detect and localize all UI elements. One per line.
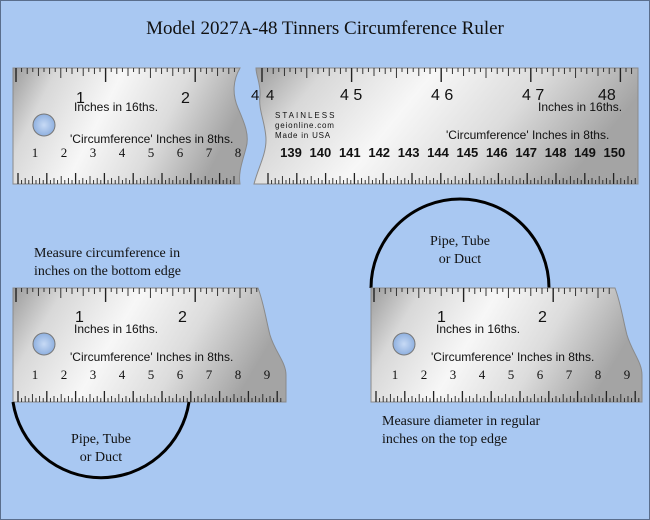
circumference-number: 8 xyxy=(595,367,602,382)
inch-label-44b: 4 xyxy=(266,87,274,104)
example-right-inch-2: 2 xyxy=(538,309,547,326)
inches-16ths-label-right: Inches in 16ths. xyxy=(538,100,622,114)
circumference-number: 5 xyxy=(508,367,515,382)
diameter-caption-line-1: Measure diameter in regular xyxy=(382,414,541,429)
example-right-circumference-8ths: 'Circumference' Inches in 8ths. xyxy=(431,350,594,364)
circumference-number: 146 xyxy=(486,145,508,160)
circumference-number: 7 xyxy=(566,367,573,382)
circumference-number: 140 xyxy=(310,145,332,160)
diameter-caption-line-2: inches on the top edge xyxy=(382,432,508,447)
pipe-label-line-2-right: or Duct xyxy=(439,252,481,267)
pipe-label-line-1-right: Pipe, Tube xyxy=(430,234,490,249)
circumference-number: 2 xyxy=(61,145,68,160)
brand-stainless: STAINLESS xyxy=(275,111,336,120)
circumference-number: 5 xyxy=(148,145,155,160)
circumference-number: 6 xyxy=(177,145,184,160)
diameter-caption: Measure diameter in regular inches on th… xyxy=(382,413,540,449)
pipe-label-line-2-left: or Duct xyxy=(80,450,122,465)
circumference-number: 4 xyxy=(479,367,486,382)
example-right-inches-16ths: Inches in 16ths. xyxy=(436,322,520,336)
circumference-8ths-label-right: 'Circumference' Inches in 8ths. xyxy=(446,128,609,142)
inch-label-1: 1 xyxy=(76,90,85,107)
circumference-number: 145 xyxy=(457,145,479,160)
circumference-number: 1 xyxy=(392,367,399,382)
circumference-caption-line-1: Measure circumference in xyxy=(34,246,181,261)
brand-made-in-usa: Made in USA xyxy=(275,131,331,140)
circumference-number: 8 xyxy=(235,145,242,160)
pipe-label-line-1-left: Pipe, Tube xyxy=(71,432,131,447)
circumference-number: 7 xyxy=(206,145,213,160)
inch-label-47: 4 7 xyxy=(522,87,544,104)
page-title: Model 2027A-48 Tinners Circumference Rul… xyxy=(146,18,504,39)
inches-16ths-label: Inches in 16ths. xyxy=(74,100,158,114)
circumference-caption: Measure circumference in inches on the b… xyxy=(34,245,181,281)
top-ruler-circumference-numbers-left: 1 2 3 4 5 6 7 8 xyxy=(32,145,242,160)
circumference-number: 2 xyxy=(61,367,68,382)
inch-label-46: 4 6 xyxy=(431,87,453,104)
pipe-circle-above xyxy=(369,197,551,289)
circumference-number: 141 xyxy=(339,145,361,160)
circumference-number: 144 xyxy=(427,145,449,160)
example-left-circumference-8ths: 'Circumference' Inches in 8ths. xyxy=(70,350,233,364)
circumference-number: 9 xyxy=(264,367,271,382)
circumference-number: 147 xyxy=(515,145,537,160)
circumference-number: 139 xyxy=(280,145,302,160)
circumference-number: 3 xyxy=(450,367,457,382)
circumference-8ths-label: 'Circumference' Inches in 8ths. xyxy=(70,132,233,146)
example-left-inches-16ths: Inches in 16ths. xyxy=(74,322,158,336)
circumference-number: 9 xyxy=(624,367,631,382)
circumference-number: 6 xyxy=(537,367,544,382)
inch-label-48: 48 xyxy=(598,87,616,104)
hang-hole-top xyxy=(32,113,56,137)
inch-label-1: 1 xyxy=(75,309,84,326)
circumference-number: 3 xyxy=(90,367,97,382)
circumference-number: 4 xyxy=(119,367,126,382)
top-ruler-left-piece xyxy=(12,67,248,185)
circumference-number: 6 xyxy=(177,367,184,382)
hang-hole-left xyxy=(32,332,56,356)
diameter-example-ruler xyxy=(370,287,643,403)
example-right-circumference-numbers: 1 2 3 4 5 6 7 8 9 xyxy=(392,367,631,382)
brand-website: geionline.com xyxy=(275,121,335,130)
circumference-number: 2 xyxy=(421,367,428,382)
circumference-number: 150 xyxy=(604,145,626,160)
pipe-circle-below xyxy=(11,401,191,480)
example-left-circumference-numbers: 1 2 3 4 5 6 7 8 9 xyxy=(32,367,271,382)
circumference-number: 1 xyxy=(32,145,39,160)
top-ruler-right-piece xyxy=(253,67,639,185)
circumference-number: 143 xyxy=(398,145,420,160)
circumference-number: 3 xyxy=(90,145,97,160)
inch-label-44a: 4 xyxy=(251,87,259,104)
inch-label-1: 1 xyxy=(437,309,446,326)
circumference-number: 1 xyxy=(32,367,39,382)
circumference-number: 149 xyxy=(574,145,596,160)
top-ruler-circumference-numbers-right: 139 140 141 142 143 144 145 146 147 148 149 150 xyxy=(280,145,625,160)
inch-label-2: 2 xyxy=(181,90,190,107)
inch-label-45: 4 5 xyxy=(340,87,362,104)
circumference-number: 8 xyxy=(235,367,242,382)
circumference-example-ruler xyxy=(12,287,287,403)
circumference-number: 5 xyxy=(148,367,155,382)
hang-hole-right xyxy=(392,332,416,356)
circumference-number: 148 xyxy=(545,145,567,160)
circumference-number: 7 xyxy=(206,367,213,382)
circumference-caption-line-2: inches on the bottom edge xyxy=(34,264,181,279)
circumference-number: 142 xyxy=(368,145,390,160)
circumference-number: 4 xyxy=(119,145,126,160)
example-left-inch-2: 2 xyxy=(178,309,187,326)
